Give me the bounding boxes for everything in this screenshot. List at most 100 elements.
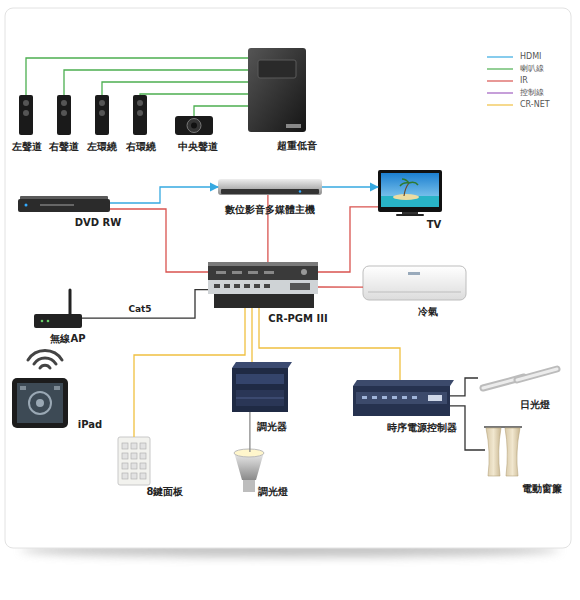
device-label: 右聲道 <box>49 141 79 153</box>
connector <box>318 207 378 272</box>
legend-text: 喇叭線 <box>520 64 544 74</box>
device-label: 調光器 <box>257 421 287 433</box>
speaker-cone <box>61 100 67 106</box>
keypad-button <box>140 443 146 449</box>
device-node: 時序電源控制器 <box>353 380 450 416</box>
device-node: TV <box>378 170 442 216</box>
tv-base <box>396 214 424 216</box>
dvd-icon <box>18 196 110 212</box>
player-front <box>221 189 319 194</box>
speaker-icon <box>19 95 33 135</box>
connector <box>82 290 208 319</box>
subwoofer-body <box>248 48 306 132</box>
controller-icon <box>208 262 318 308</box>
device-node: 8鍵面板 <box>118 437 150 485</box>
aircon-icon <box>363 266 466 300</box>
aircon-body <box>363 266 466 300</box>
speaker-cone <box>23 110 29 116</box>
ipad-screen <box>17 383 63 423</box>
curtain-left <box>486 428 501 476</box>
device-node: 日光燈 <box>478 365 560 391</box>
device-node: 調光器 <box>232 362 288 412</box>
controller-unit <box>208 266 318 280</box>
device-node: 冷氣 <box>363 266 466 300</box>
device-node: 調光燈 <box>234 452 264 492</box>
device-label: 時序電源控制器 <box>387 422 457 434</box>
controller-led <box>264 271 274 274</box>
device-label: 日光燈 <box>520 399 550 411</box>
keypad-button <box>140 453 146 459</box>
device-label: 超重低音 <box>277 140 317 152</box>
speaker-cone <box>137 110 143 116</box>
legend-line-sample <box>487 80 513 81</box>
device-node: 左環繞 <box>95 95 109 135</box>
tv-frame <box>378 170 442 212</box>
connector <box>251 308 252 362</box>
connector <box>259 308 400 380</box>
legend-text: 控制線 <box>520 88 544 98</box>
device-label: 電動窗簾 <box>522 483 562 495</box>
sequencer-led <box>382 396 387 399</box>
device-label: 無線AP <box>50 333 85 345</box>
controller-led <box>216 271 226 274</box>
controller-panel <box>208 280 318 294</box>
dvd-body <box>18 199 110 212</box>
sequencer-led <box>362 396 367 399</box>
controller-button <box>224 284 230 288</box>
legend-samples <box>487 57 513 105</box>
tv-stand <box>402 212 418 214</box>
sequencer-led <box>402 396 407 399</box>
device-label: 數位影音多媒體主機 <box>225 204 315 216</box>
device-label: 冷氣 <box>418 306 438 318</box>
tv-icon <box>378 170 442 216</box>
dimmer-icon <box>232 362 292 412</box>
keypad-button <box>140 463 146 469</box>
device-label: 調光燈 <box>258 486 288 498</box>
connector <box>249 412 250 452</box>
connector <box>318 286 363 287</box>
ipad-dial <box>29 392 51 414</box>
sequencer-body <box>353 386 450 416</box>
tube <box>517 369 557 380</box>
controller-lower <box>214 294 314 308</box>
connector <box>194 106 248 116</box>
bulb-lens <box>234 449 264 457</box>
wifi-arc <box>40 365 50 368</box>
legend-text: HDMI <box>520 52 541 62</box>
controller-knob <box>301 269 307 275</box>
legend-line-sample <box>487 104 513 105</box>
controller-led <box>248 271 258 274</box>
sequencer-display <box>428 395 442 401</box>
device-node: 左聲道 <box>19 95 33 135</box>
media-player-icon <box>218 179 322 195</box>
keypad-button <box>122 453 128 459</box>
keypad-buttons <box>122 443 146 479</box>
tv-palm <box>404 183 409 196</box>
card <box>5 8 571 548</box>
dvd-led <box>25 204 28 207</box>
wifi-arc <box>34 358 56 364</box>
speaker-cone <box>99 110 105 116</box>
keypad-button <box>140 473 146 479</box>
speaker-icons <box>19 95 213 135</box>
speaker-cone <box>23 100 29 106</box>
ap-antenna <box>69 290 72 316</box>
connector <box>110 187 218 203</box>
access-point-icon <box>34 290 82 328</box>
speaker-cone <box>137 100 143 106</box>
bulb-icon <box>234 449 264 492</box>
ap-led <box>47 320 50 323</box>
connector <box>140 94 248 95</box>
speaker-icon <box>133 95 147 135</box>
device-node: 超重低音 <box>248 48 306 132</box>
sequencer-leds <box>362 395 442 401</box>
device-label: 左聲道 <box>12 141 42 153</box>
keypad-icon <box>118 437 150 485</box>
device-node: 電動窗簾 <box>485 424 521 476</box>
device-node: 中央聲道 <box>175 116 213 135</box>
keypad-button <box>131 453 137 459</box>
connector <box>102 82 248 95</box>
connector <box>322 186 378 187</box>
